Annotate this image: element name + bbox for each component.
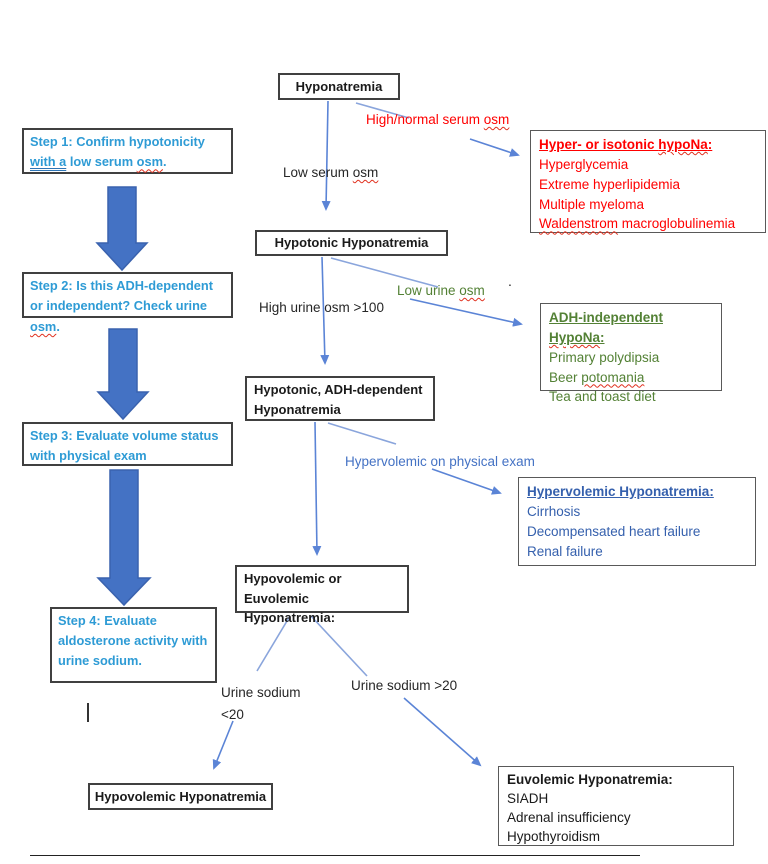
title-text: Hyper- or isotonic bbox=[539, 137, 659, 152]
connector-lt20-label-to-hypovolemic bbox=[212, 720, 234, 770]
outcome-item: Extreme hyperlipidemia bbox=[539, 176, 681, 192]
edge-label-hypervolemic-exam: Hypervolemic on physical exam bbox=[345, 454, 535, 469]
title-text: ADH-independent bbox=[549, 310, 663, 325]
block-arrow-step2-step3 bbox=[96, 328, 150, 421]
outcome-euvolemic-box: Euvolemic Hyponatremia: SIADH Adrenal in… bbox=[498, 766, 734, 846]
outcome-item: Decompensated heart failure bbox=[527, 523, 701, 539]
connector-hypotonic-to-adhdependent bbox=[320, 256, 330, 365]
edge-label-high-normal-serum-osm: High/normal serum osm bbox=[366, 110, 509, 130]
label-text: Low urine bbox=[397, 283, 460, 298]
node-hypotonic-adh-dependent: Hypotonic, ADH-dependent Hyponatremia bbox=[245, 376, 435, 421]
title-squiggled: HypoNa bbox=[549, 329, 601, 345]
label-line2: <20 bbox=[221, 706, 244, 722]
label-squiggled: osm bbox=[352, 165, 379, 180]
outcome-item: Hypothyroidism bbox=[507, 828, 601, 844]
connector-adhdependent-to-hypervolemic-label bbox=[327, 422, 397, 445]
title-squiggled: hypoNa bbox=[658, 137, 708, 152]
step2-osm: osm bbox=[30, 318, 57, 334]
step1-grammar-underlined: with a bbox=[30, 154, 67, 170]
step2-text: Step 2: Is this ADH-dependent or indepen… bbox=[30, 278, 213, 314]
step1-osm: osm bbox=[136, 154, 163, 170]
outcome-title: ADH-independent HypoNa: bbox=[549, 308, 713, 348]
item-text: Beer bbox=[549, 369, 582, 385]
outcome-hyper-isotonic-box: Hyper- or isotonic hypoNa: Hyperglycemia… bbox=[530, 130, 766, 233]
block-arrow-step1-step2 bbox=[95, 186, 149, 272]
node-hyponatremia: Hyponatremia bbox=[278, 73, 400, 100]
node-line2: Hyponatremia bbox=[254, 401, 341, 417]
node-hypovolemic-hyponatremia: Hypovolemic Hyponatremia bbox=[88, 783, 273, 810]
node-line2: Euvolemic Hyponatremia: bbox=[244, 590, 336, 626]
outcome-title: Hypervolemic Hyponatremia: bbox=[527, 484, 714, 499]
edge-label-low-serum-osm: Low serum osm bbox=[283, 163, 378, 183]
step4-box: Step 4: Evaluate aldosterone activity wi… bbox=[50, 607, 217, 683]
step1-text-mid: low serum bbox=[66, 154, 137, 170]
connector-highnormal-label-to-redbox bbox=[469, 138, 520, 157]
edge-label-urine-sodium-gt20: Urine sodium >20 bbox=[351, 678, 458, 693]
connector-hypervolemic-label-to-bluebox bbox=[431, 468, 502, 495]
title-colon: : bbox=[707, 137, 713, 152]
connector-root-to-highnormal-label bbox=[355, 102, 410, 119]
edge-label-low-urine-osm: Low urine osm bbox=[397, 281, 485, 301]
node-line1: Hypovolemic or bbox=[244, 571, 342, 586]
connector-hypotonic-to-lowurine-label bbox=[330, 257, 439, 288]
item-squiggled: Waldenstrom bbox=[539, 216, 619, 232]
connector-hypoeu-to-lt20-label bbox=[256, 615, 291, 672]
edge-label-high-urine-osm: High urine osm >100 bbox=[259, 300, 384, 315]
label-line1: Urine sodium bbox=[221, 685, 301, 700]
node-hypovolemic-or-euvolemic: Hypovolemic or Euvolemic Hyponatremia: bbox=[235, 565, 409, 625]
step1-box: Step 1: Confirm hypotonicity with a low … bbox=[22, 128, 233, 174]
step1-text: Step 1: Confirm hypotonicity bbox=[30, 134, 205, 149]
bottom-rule bbox=[30, 855, 640, 856]
label-text: High/normal serum bbox=[366, 112, 484, 127]
stray-period: . bbox=[508, 273, 512, 289]
node-hypotonic-hyponatremia: Hypotonic Hyponatremia bbox=[255, 230, 448, 256]
title-colon: : bbox=[600, 329, 605, 345]
outcome-item: Waldenstrom macroglobulinemia bbox=[539, 214, 757, 234]
step1-period: . bbox=[162, 154, 167, 170]
item-text: macroglobulinemia bbox=[618, 216, 736, 232]
outcome-item: SIADH bbox=[507, 790, 549, 806]
node-line1: Hypotonic, ADH-dependent bbox=[254, 382, 423, 397]
outcome-item: Beer potomania bbox=[549, 368, 713, 388]
step2-box: Step 2: Is this ADH-dependent or indepen… bbox=[22, 272, 233, 334]
step3-box: Step 3: Evaluate volume status with phys… bbox=[22, 422, 233, 466]
outcome-title: Hyper- or isotonic hypoNa: bbox=[539, 135, 757, 155]
text-cursor-artifact bbox=[87, 703, 89, 722]
outcome-title: Euvolemic Hyponatremia: bbox=[507, 772, 673, 787]
label-squiggled: osm bbox=[459, 283, 485, 298]
outcome-item: Multiple myeloma bbox=[539, 196, 645, 212]
step2-period: . bbox=[56, 318, 60, 334]
outcome-item: Adrenal insufficiency bbox=[507, 809, 631, 825]
outcome-hypervolemic-box: Hypervolemic Hyponatremia: Cirrhosis Dec… bbox=[518, 477, 756, 566]
connector-gt20-label-to-euvolemic bbox=[403, 697, 482, 767]
label-squiggled: osm bbox=[483, 112, 510, 127]
block-arrow-step3-step4 bbox=[96, 469, 152, 607]
outcome-item: Primary polydipsia bbox=[549, 349, 660, 365]
edge-label-urine-sodium-lt20: Urine sodium <20 bbox=[221, 682, 301, 725]
connector-root-to-hypotonic bbox=[321, 100, 331, 211]
connector-lowurine-label-to-greenbox bbox=[409, 298, 523, 327]
item-squiggled: potomania bbox=[581, 369, 645, 385]
label-text: Low serum bbox=[283, 165, 353, 180]
connector-adhdependent-to-hypoeu bbox=[312, 421, 322, 556]
outcome-item: Cirrhosis bbox=[527, 503, 581, 519]
connector-hypoeu-to-gt20-label bbox=[310, 615, 368, 677]
outcome-adh-independent-box: ADH-independent HypoNa: Primary polydips… bbox=[540, 303, 722, 404]
outcome-item: Hyperglycemia bbox=[539, 156, 629, 172]
outcome-item: Renal failure bbox=[527, 543, 603, 559]
outcome-item: Tea and toast diet bbox=[549, 389, 656, 405]
